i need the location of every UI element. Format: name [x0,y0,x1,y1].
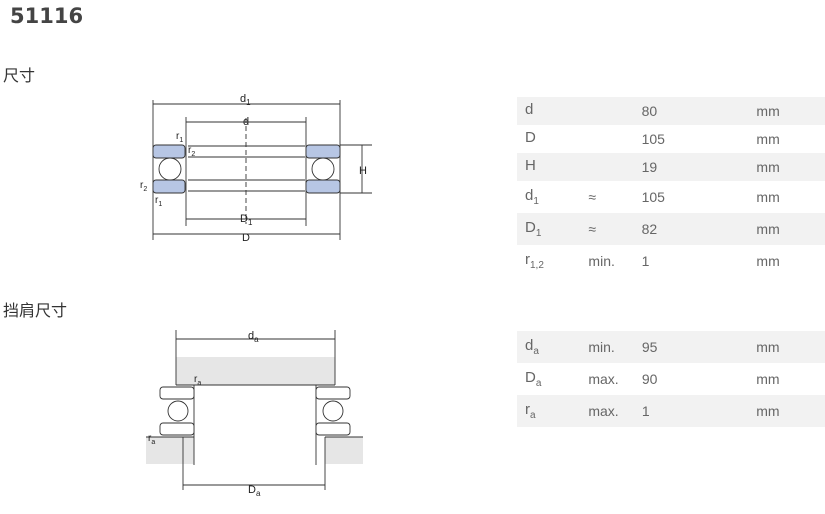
qualifier-cell [580,153,634,181]
unit-cell: mm [756,131,780,147]
value-cell: 82 [633,213,749,245]
qualifier-cell: ≈ [588,189,597,205]
qualifier-cell [580,125,633,153]
symbol-cell: ra [517,395,581,427]
unit-cell: mm [748,395,825,427]
qualifier-cell: max. [588,371,619,387]
label-D1: D1 [240,213,253,227]
value-cell: 95 [633,331,749,363]
unit-cell: mm [756,253,780,269]
value-cell: 19 [633,153,749,181]
value-cell: 90 [641,371,658,387]
label-r2-left: r2 [140,180,147,193]
unit-cell: mm [756,371,780,387]
table-row: ra max. 1 mm [517,395,825,427]
symbol-cell: D [525,129,536,146]
unit-cell: mm [748,213,825,245]
bearing-dimension-drawing: d1 d D1 D H r1 r2 r2 r1 [140,93,372,244]
label-d: d [243,116,249,128]
qualifier-cell: ≈ [580,213,634,245]
symbol-cell: Da [525,369,542,389]
label-D: D [242,232,250,244]
qualifier-cell [580,97,634,125]
symbol-cell: da [517,331,581,363]
value-cell: 1 [633,395,749,427]
symbol-cell: d [517,97,581,125]
table-row: Da max. 90 mm [517,363,825,395]
label-H: H [359,165,367,177]
dimensions-table: d 80 mm D 105 mm H 19 mm d1 ≈ 105 mm D1 … [517,97,825,277]
label-da: da [248,330,259,344]
unit-cell: mm [748,97,825,125]
label-r1-bottom: r1 [155,195,162,208]
abutment-table: da min. 95 mm Da max. 90 mm ra max. 1 mm [517,331,825,427]
label-Da: Da [248,484,261,498]
label-r2-top: r2 [188,145,195,158]
table-row: r1,2 min. 1 mm [517,245,825,277]
product-title: 51116 [10,4,84,28]
symbol-cell: r1,2 [525,251,544,271]
qualifier-cell: min. [580,331,634,363]
section-dimensions-heading: 尺寸 [3,66,36,85]
symbol-cell: D1 [517,213,581,245]
unit-cell: mm [748,331,825,363]
value-cell: 105 [641,189,665,205]
table-row: d 80 mm [517,97,825,125]
symbol-cell: H [517,153,581,181]
qualifier-cell: max. [580,395,634,427]
value-cell: 105 [641,131,665,147]
qualifier-cell: min. [588,253,615,269]
label-r1-top: r1 [176,131,183,144]
value-cell: 80 [633,97,749,125]
section-abutment-heading: 挡肩尺寸 [3,301,68,320]
table-row: D1 ≈ 82 mm [517,213,825,245]
label-ra-left: ra [148,433,155,446]
value-cell: 1 [641,253,650,269]
table-row: D 105 mm [517,125,825,153]
abutment-dimension-drawing: da Da ra ra [146,330,363,498]
unit-cell: mm [756,189,780,205]
label-d1: d1 [240,93,251,107]
table-row: d1 ≈ 105 mm [517,181,825,213]
table-row: da min. 95 mm [517,331,825,363]
unit-cell: mm [748,153,825,181]
symbol-cell: d1 [525,187,539,207]
label-ra-top: ra [194,374,201,387]
table-row: H 19 mm [517,153,825,181]
